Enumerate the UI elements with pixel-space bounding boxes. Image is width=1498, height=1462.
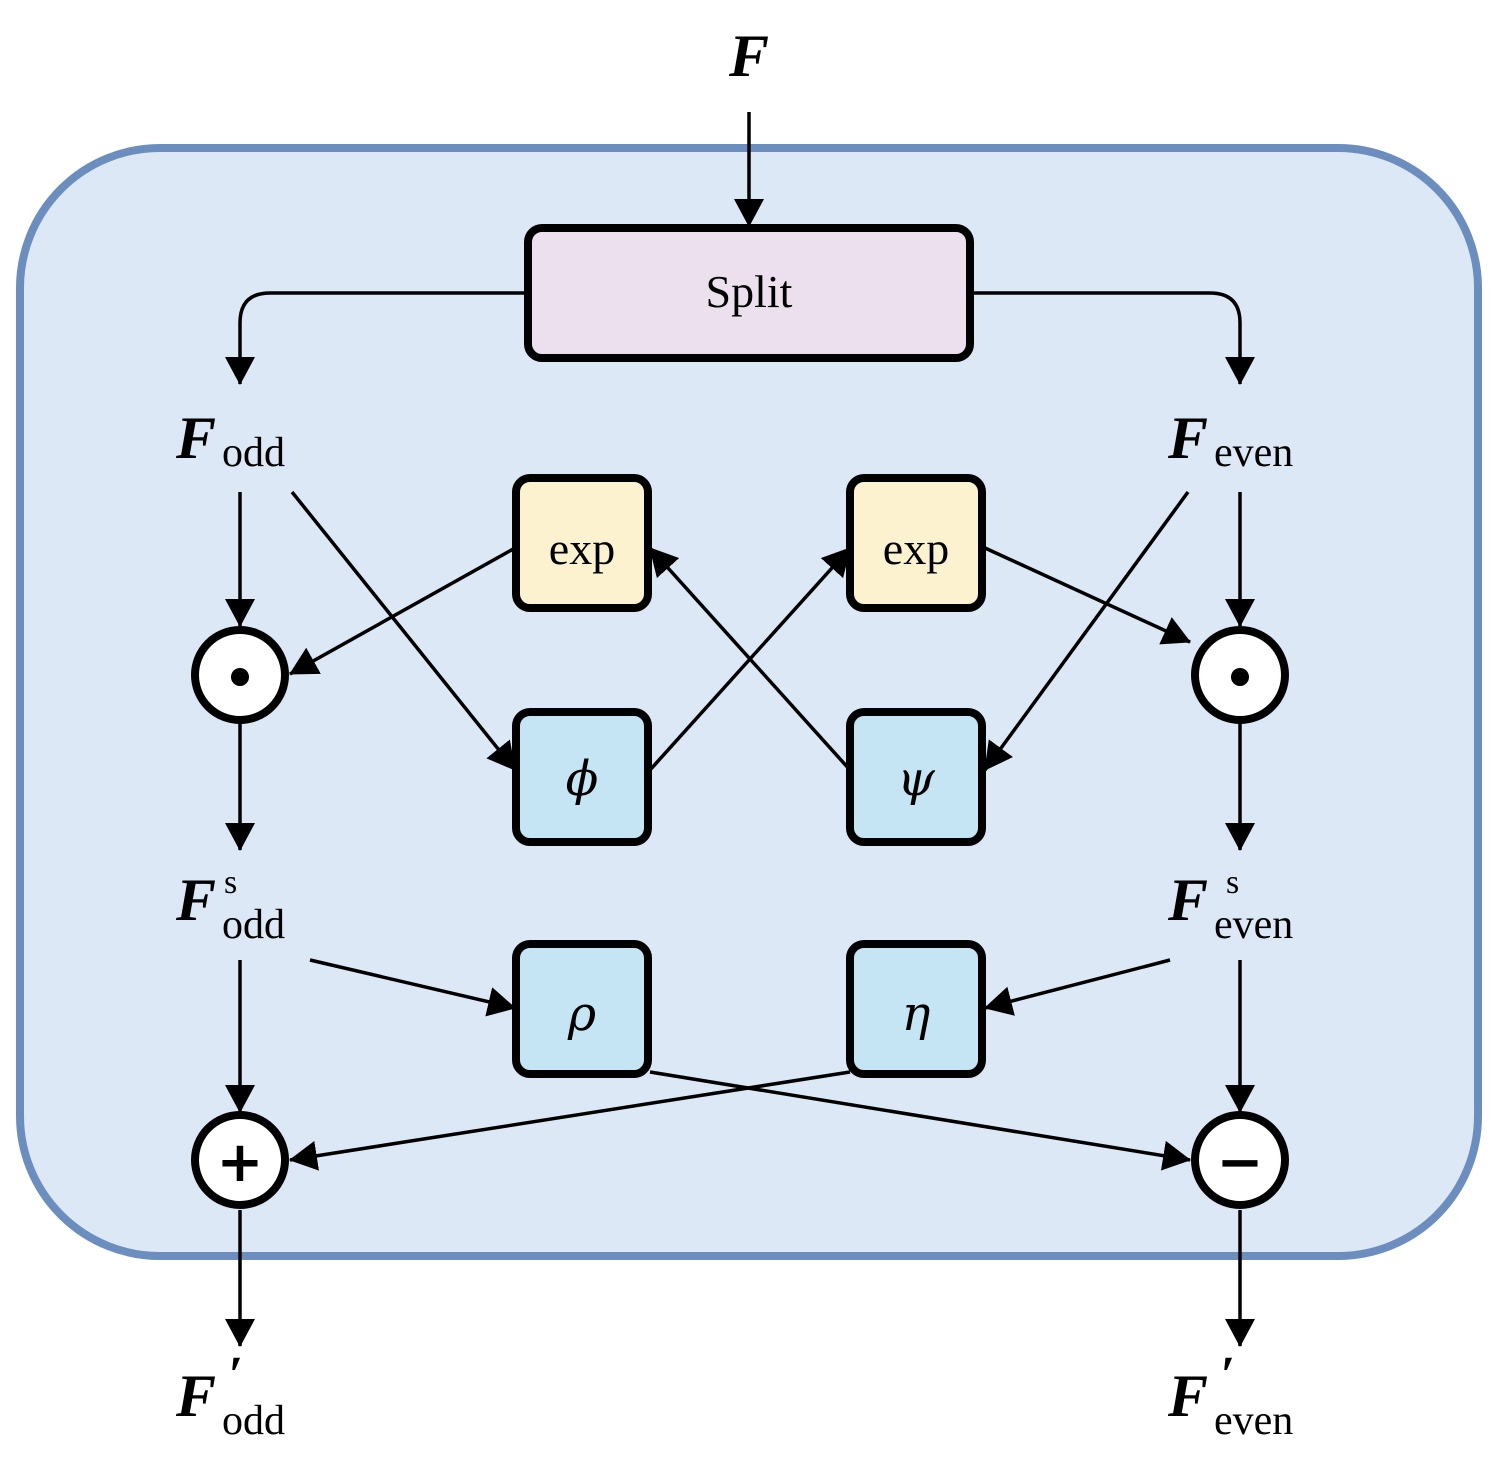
- plus-icon: +: [217, 1130, 264, 1195]
- sub-op: −: [1191, 1111, 1289, 1209]
- label-f-even: F even: [1167, 405, 1293, 476]
- f-even-s-sup: s: [1226, 864, 1239, 901]
- rho-block: ρ: [512, 940, 652, 1078]
- psi-block: ψ: [846, 708, 986, 846]
- psi-label: ψ: [897, 751, 936, 807]
- arrow-f-odd-to-phi: [290, 490, 517, 772]
- eta-label: η: [902, 986, 931, 1042]
- arrow-rho-to-sub: [649, 1070, 1191, 1171]
- f-even-s-sub: even: [1214, 902, 1293, 948]
- minus-icon: −: [1217, 1130, 1264, 1195]
- f-odd-out-main: F: [175, 1363, 216, 1429]
- f-even-out-main: F: [1167, 1363, 1208, 1429]
- phi-block: ϕ: [512, 708, 652, 846]
- split-label: Split: [706, 266, 793, 317]
- f-odd-out-sub: odd: [222, 1398, 285, 1444]
- arrow-f-even-s-to-eta: [984, 958, 1171, 1016]
- dot-product-icon: [1231, 668, 1249, 686]
- f-even-main: F: [1167, 405, 1208, 471]
- f-odd-main: F: [175, 405, 216, 471]
- f-odd-out-sup: ′: [228, 1347, 243, 1404]
- arrow-f-even-to-psi: [983, 490, 1190, 772]
- split-block: Split: [524, 224, 974, 362]
- arrow-split-to-f-odd: [225, 291, 528, 385]
- arrow-split-to-f-even: [970, 291, 1255, 385]
- label-f-even-out: F ′ even: [1167, 1347, 1293, 1444]
- f-even-out-sup: ′: [1220, 1347, 1235, 1404]
- f-odd-s-sup: s: [224, 864, 237, 901]
- arrow-exp-right-to-mult: [984, 546, 1191, 645]
- input-f: F: [728, 23, 769, 89]
- connections: [225, 112, 1255, 1347]
- add-op: +: [191, 1111, 289, 1209]
- phi-label: ϕ: [566, 751, 599, 807]
- f-odd-sub: odd: [222, 430, 285, 476]
- exp-left-label: exp: [549, 523, 615, 574]
- exp-left-block: exp: [512, 474, 652, 612]
- f-odd-s-sub: odd: [222, 902, 285, 948]
- label-f-odd: F odd: [175, 405, 285, 476]
- label-f-odd-s: F s odd: [175, 864, 285, 948]
- arrow-f-odd-s-to-rho: [309, 958, 516, 1017]
- f-even-out-sub: even: [1214, 1398, 1293, 1444]
- mult-right-op: [1191, 626, 1289, 724]
- exp-right-block: exp: [846, 474, 986, 612]
- f-even-s-main: F: [1167, 867, 1208, 933]
- eta-block: η: [846, 940, 986, 1078]
- label-f-odd-out: F ′ odd: [175, 1347, 285, 1444]
- arrow-psi-to-exp-left: [648, 546, 852, 772]
- arrow-eta-to-add: [289, 1070, 851, 1171]
- mult-left-op: [191, 626, 289, 724]
- input-label: F: [728, 23, 769, 89]
- label-f-even-s: F s even: [1167, 864, 1293, 948]
- rho-label: ρ: [567, 986, 596, 1042]
- arrow-exp-left-to-mult: [289, 546, 516, 676]
- dot-product-icon: [231, 668, 249, 686]
- f-even-sub: even: [1214, 430, 1293, 476]
- exp-right-label: exp: [883, 523, 949, 574]
- f-odd-s-main: F: [175, 867, 216, 933]
